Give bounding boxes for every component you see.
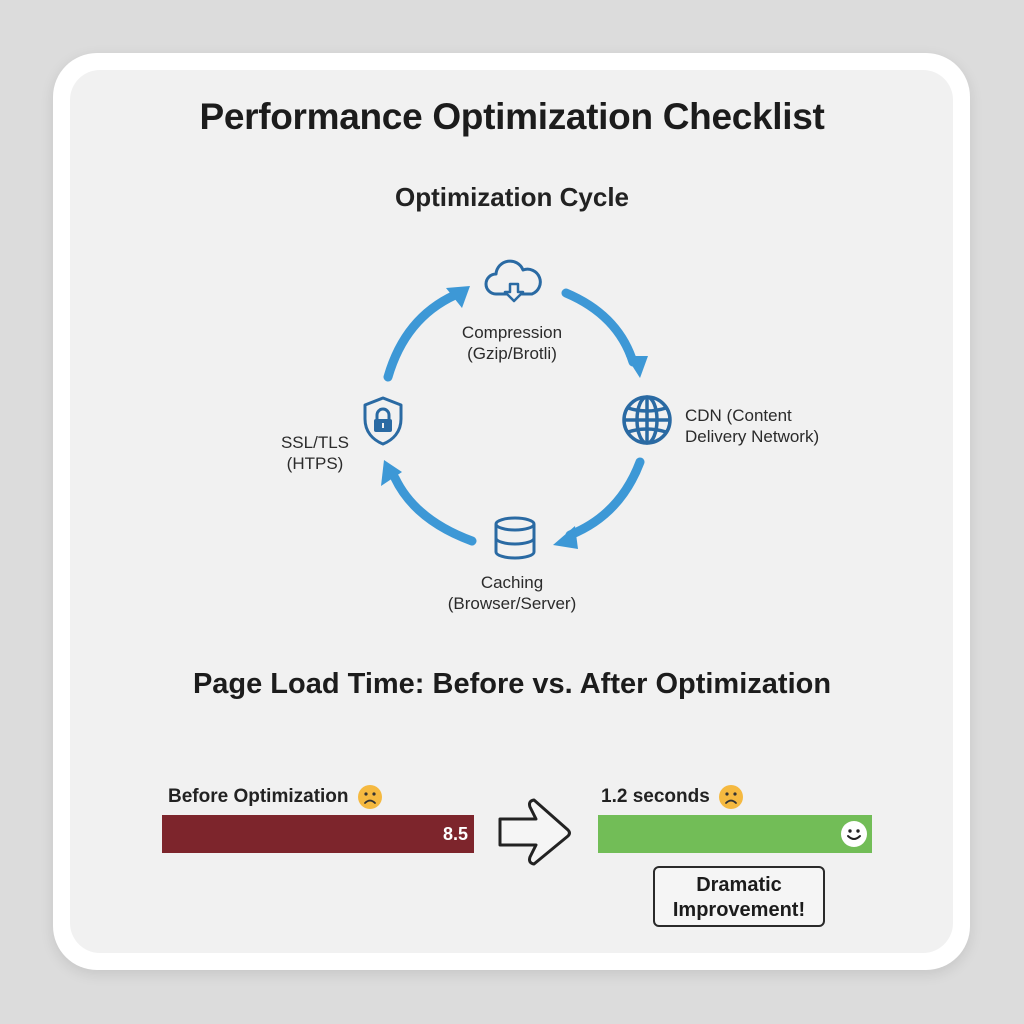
node-compression-detail: (Gzip/Brotli) [467,344,557,363]
sad-face-icon [357,785,382,809]
arrow-compression-to-cdn [561,288,638,367]
comparison-heading: Page Load Time: Before vs. After Optimiz… [192,668,832,700]
improvement-callout: Dramatic Improvement! [653,866,825,927]
page-title: Performance Optimization Checklist [199,96,825,137]
node-ssl: SSL/TLS (HTPS) [250,432,380,474]
before-label-text: Before Optimization [168,786,349,807]
node-cdn: CDN (Content Delivery Network) [685,405,819,447]
node-compression: Compression (Gzip/Brotli) [412,322,612,364]
card-body [70,70,953,953]
node-ssl-detail: (HTPS) [286,454,344,473]
node-cdn-detail: Delivery Network) [685,427,820,446]
after-label: 1.2 seconds [601,784,744,810]
shield-lock-icon [363,396,403,446]
arrow-caching-to-ssl [390,473,477,546]
callout-line-2: Improvement! [672,899,806,921]
arrow-ssl-to-compression [383,290,460,382]
right-arrow-icon [498,798,571,866]
sad-face-icon [718,785,743,809]
node-caching-detail: (Browser/Server) [447,594,577,613]
database-icon [494,516,536,560]
node-ssl-title: SSL/TLS [280,433,350,452]
after-bar [598,815,872,853]
arrow-cdn-to-caching [565,457,645,540]
before-label: Before Optimization [168,784,383,810]
before-bar: 8.5 [162,815,474,853]
after-label-text: 1.2 seconds [601,786,710,807]
cloud-download-icon [484,259,542,303]
cycle-heading: Optimization Cycle [394,182,630,212]
callout-line-1: Dramatic [696,874,782,896]
before-value: 8.5 [442,823,468,844]
node-cdn-title: CDN (Content [685,406,792,425]
node-compression-title: Compression [461,323,563,342]
smile-face-icon [841,821,867,847]
globe-icon [622,395,672,445]
node-caching-title: Caching [480,573,544,592]
node-caching: Caching (Browser/Server) [412,572,612,614]
